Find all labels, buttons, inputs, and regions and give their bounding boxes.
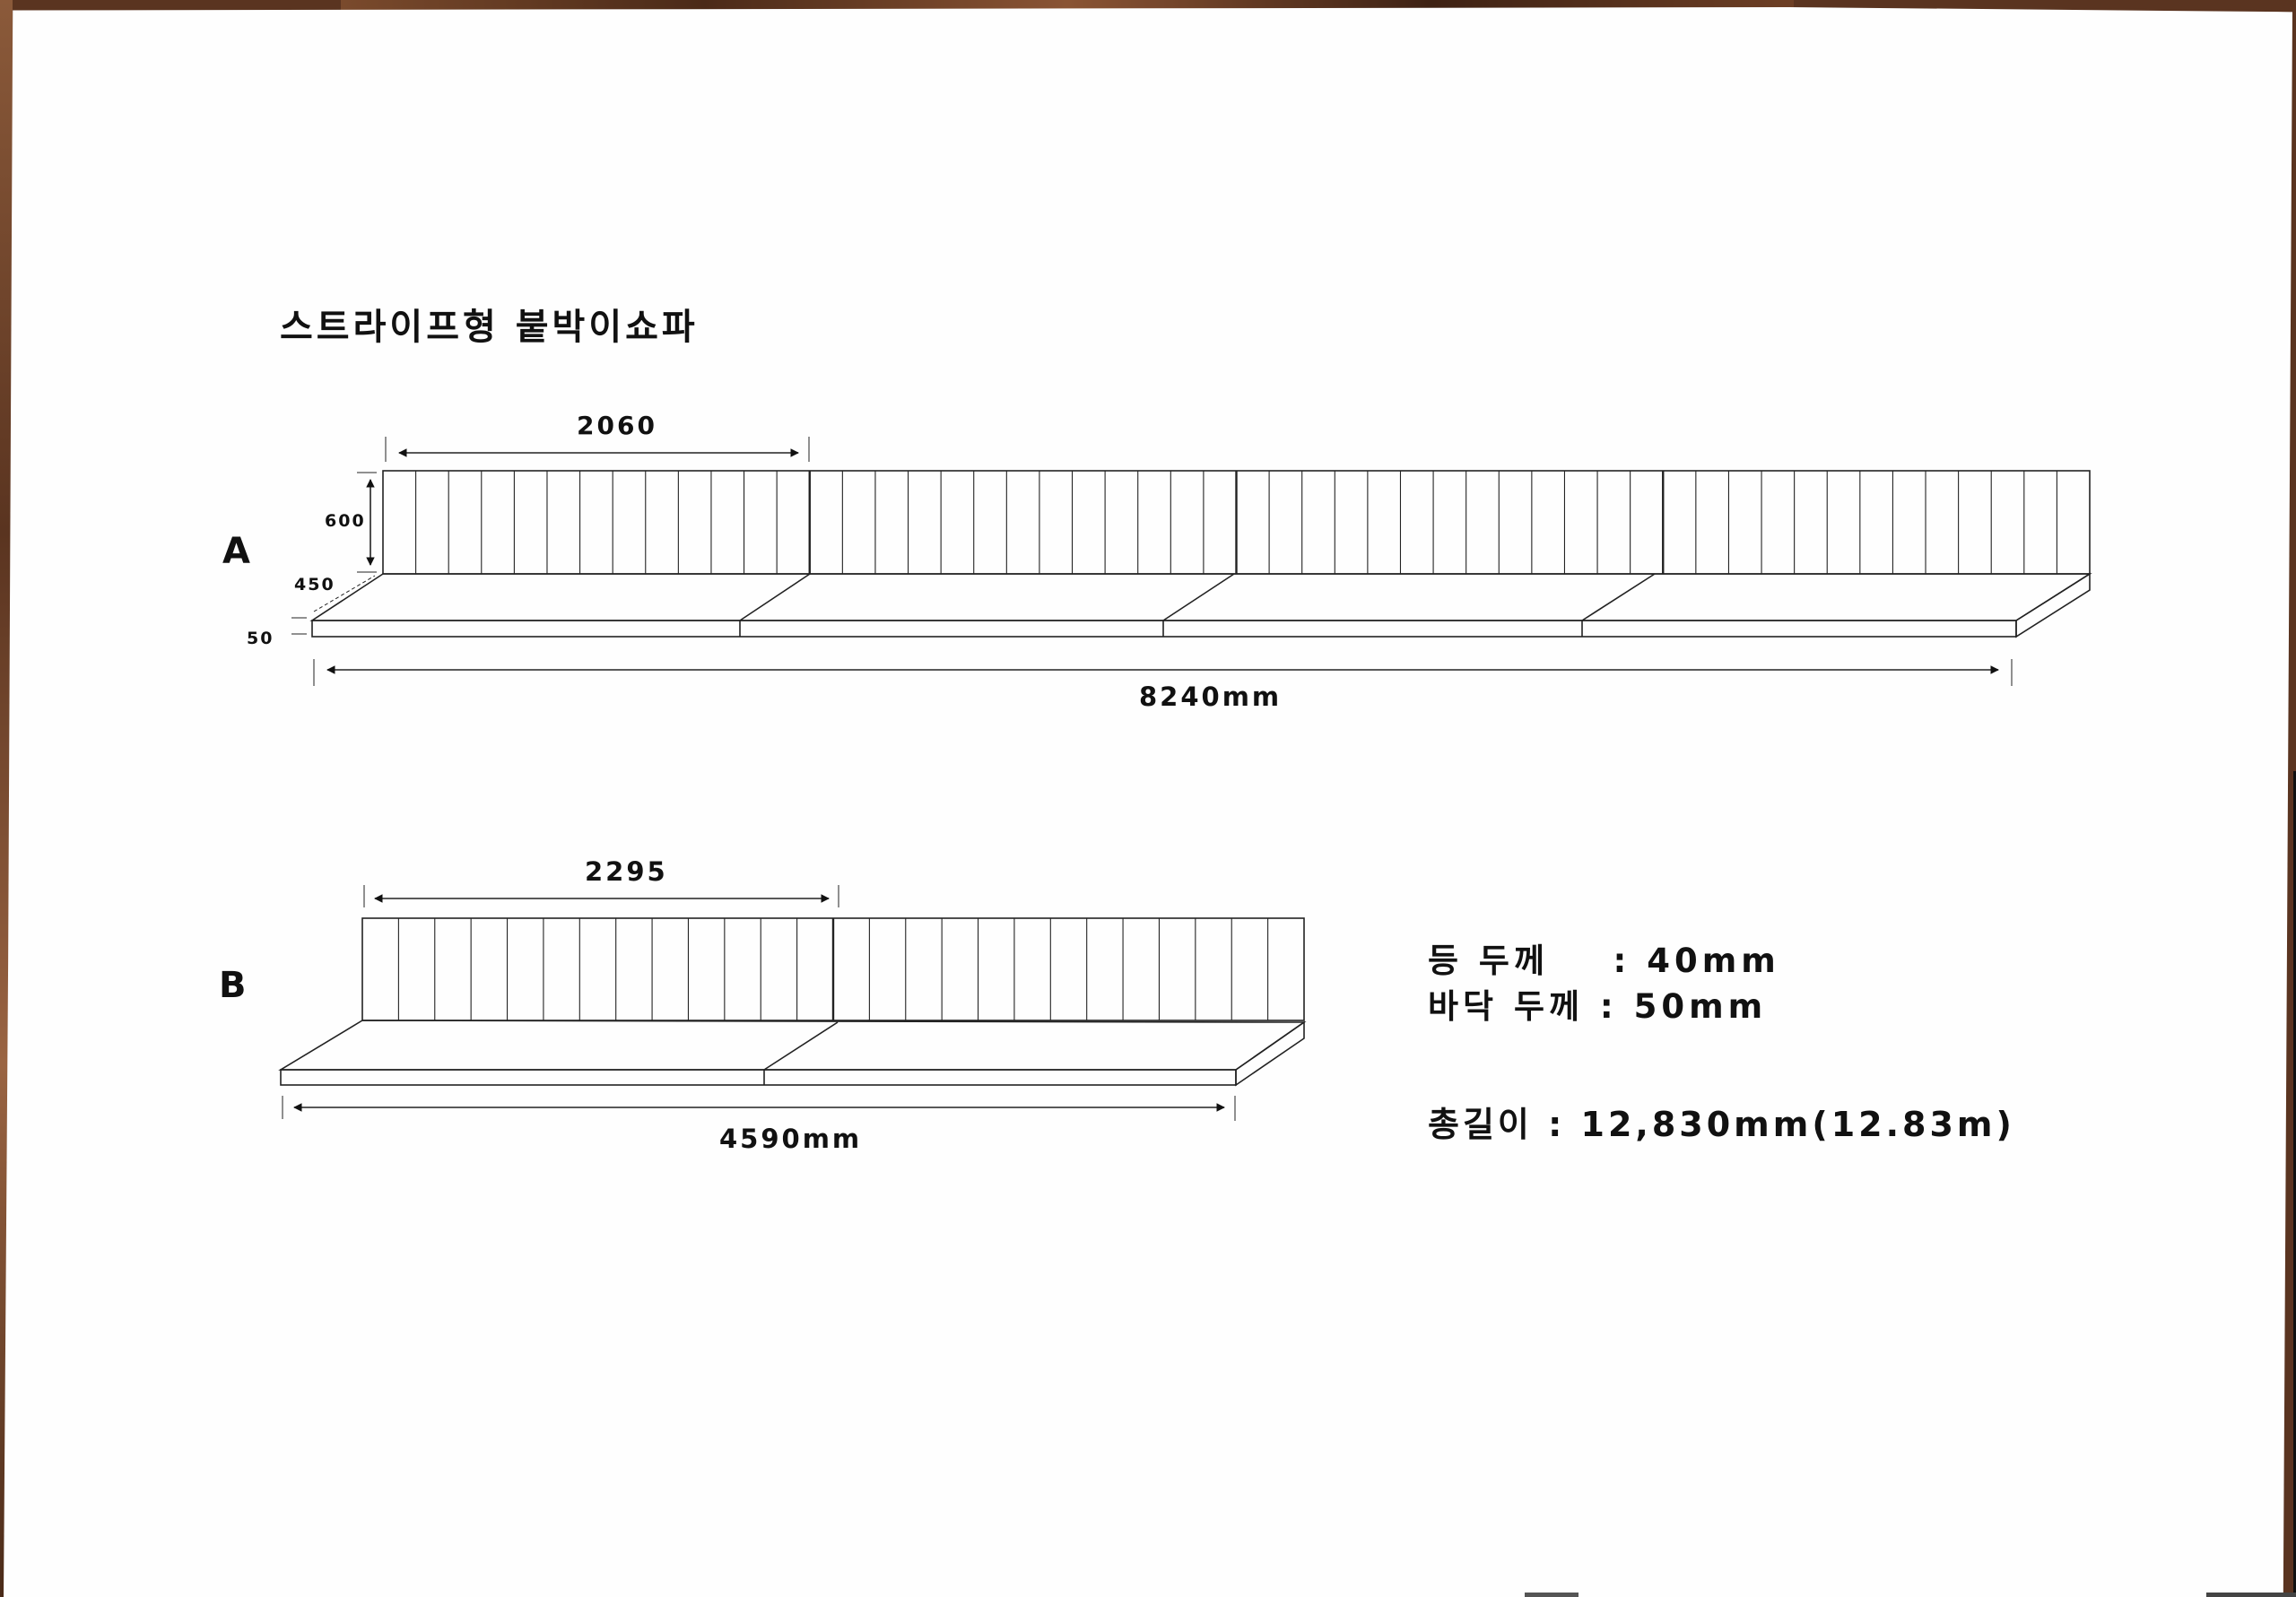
sofa-a-label: A: [222, 531, 250, 572]
sofa-b-label: B: [219, 965, 247, 1006]
paper-edge-shadow: [1525, 1593, 1578, 1597]
spec-total-length: 총길이 : 12,830mm(12.83m): [1428, 1105, 2015, 1144]
sofa-b-total-length: 4590mm: [719, 1124, 863, 1154]
spec-back-thickness: 등 두께 : 40mm: [1428, 942, 1780, 980]
sofa-a-seat-thickness: 50: [247, 629, 274, 648]
sofa-b-drawing: [278, 885, 1307, 1121]
sofa-a-seat-depth: 450: [294, 575, 335, 595]
paper-sheet: [4, 7, 2292, 1597]
paper-edge-shadow: [2206, 1593, 2296, 1597]
spec-floor-thickness: 바닥 두께 : 50mm: [1428, 987, 1768, 1026]
paper-edge-shadow: [2293, 771, 2296, 1597]
sofa-a-back-height: 600: [325, 511, 366, 531]
sofa-a-total-length: 8240mm: [1139, 681, 1283, 712]
sofa-a-drawing: [291, 437, 2092, 686]
document-title: 스트라이프형 붙박이쇼파: [280, 307, 699, 348]
sofa-b-section-width: 2295: [585, 856, 668, 887]
sofa-a-section-width: 2060: [577, 411, 657, 440]
